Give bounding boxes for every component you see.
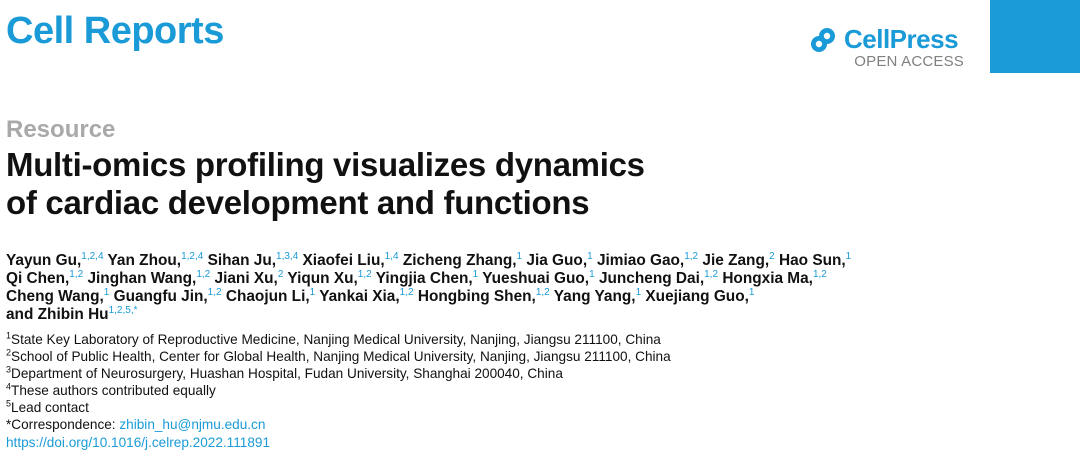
author-item[interactable]: Guangfu Jin,1,2 — [113, 286, 222, 305]
author-item[interactable]: Hongbing Shen,1,2 — [417, 286, 550, 305]
affiliation-item: 4These authors contributed equally — [6, 381, 216, 399]
author-item[interactable]: Yankai Xia,1,2 — [319, 286, 414, 305]
author-list: Yayun Gu,1,2,4 Yan Zhou,1,2,4 Sihan Ju,1… — [6, 250, 1076, 324]
author-item[interactable]: Xiaofei Liu,1,4 — [302, 250, 399, 269]
article-type: Resource — [6, 116, 116, 143]
correspondence-label: *Correspondence: — [6, 417, 120, 433]
article-title: Multi-omics profiling visualizes dynamic… — [6, 146, 906, 222]
corner-color-block — [990, 0, 1080, 73]
author-item[interactable]: Jie Zang,2 — [702, 250, 775, 269]
author-item[interactable]: Hao Sun,1 — [778, 250, 852, 269]
article-title-line-2: of cardiac development and functions — [6, 184, 590, 221]
affiliation-list: 1State Key Laboratory of Reproductive Me… — [6, 331, 1076, 451]
affiliation-item: 5Lead contact — [6, 398, 89, 416]
publisher-name: CellPress — [844, 24, 959, 54]
affiliation-item: 2School of Public Health, Center for Glo… — [6, 347, 671, 365]
author-item[interactable]: Jiani Xu,2 — [214, 268, 284, 287]
journal-title[interactable]: Cell Reports — [6, 10, 224, 52]
correspondence-email-link[interactable]: zhibin_hu@njmu.edu.cn — [119, 417, 266, 433]
open-access-label: OPEN ACCESS — [854, 53, 964, 70]
author-item[interactable]: and Zhibin Hu1,2,5,* — [6, 304, 138, 323]
author-item[interactable]: Jia Guo,1 — [526, 250, 593, 269]
author-item[interactable]: Yayun Gu,1,2,4 — [6, 250, 104, 269]
publisher-row: CellPress — [808, 24, 978, 55]
affiliation-item: 1State Key Laboratory of Reproductive Me… — [6, 330, 661, 347]
author-item[interactable]: Cheng Wang,1 — [6, 286, 110, 305]
correspondence: *Correspondence: zhibin_hu@njmu.edu.cn — [6, 416, 1076, 433]
author-item[interactable]: Jinghan Wang,1,2 — [87, 268, 211, 287]
author-item[interactable]: Yan Zhou,1,2,4 — [107, 250, 204, 269]
article-title-line-1: Multi-omics profiling visualizes dynamic… — [6, 146, 645, 183]
doi-link[interactable]: https://doi.org/10.1016/j.celrep.2022.11… — [6, 434, 271, 450]
author-item[interactable]: Yueshuai Guo,1 — [482, 268, 595, 287]
cellpress-logo-icon — [811, 27, 835, 52]
author-item[interactable]: Juncheng Dai,1,2 — [598, 268, 719, 287]
author-item[interactable]: Yingjia Chen,1 — [375, 268, 479, 287]
author-item[interactable]: Yiqun Xu,1,2 — [287, 268, 372, 287]
doi-row: https://doi.org/10.1016/j.celrep.2022.11… — [6, 434, 1076, 451]
publisher-branding[interactable]: CellPress OPEN ACCESS — [808, 24, 978, 70]
author-item[interactable]: Qi Chen,1,2 — [6, 268, 84, 287]
author-item[interactable]: Xuejiang Guo,1 — [645, 286, 755, 305]
author-item[interactable]: Yang Yang,1 — [553, 286, 642, 305]
author-item[interactable]: Zicheng Zhang,1 — [402, 250, 523, 269]
author-item[interactable]: Chaojun Li,1 — [225, 286, 316, 305]
author-item[interactable]: Sihan Ju,1,3,4 — [207, 250, 299, 269]
affiliation-item: 3Department of Neurosurgery, Huashan Hos… — [6, 364, 563, 382]
author-item[interactable]: Jimiao Gao,1,2 — [596, 250, 699, 269]
author-item[interactable]: Hongxia Ma,1,2 — [722, 268, 827, 287]
